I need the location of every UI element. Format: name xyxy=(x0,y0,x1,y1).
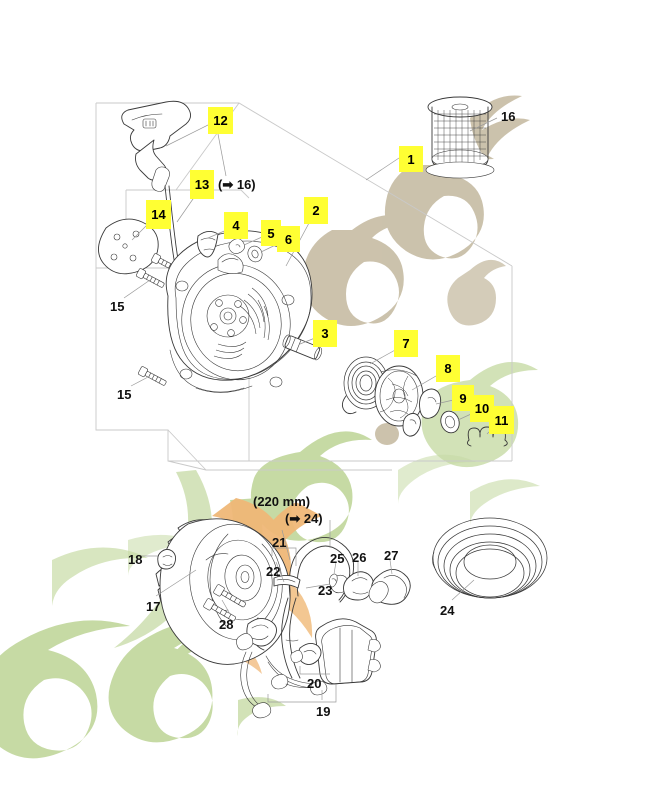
highlight-label-3[interactable]: 3 xyxy=(313,320,337,347)
label-15-upper[interactable]: 15 xyxy=(110,299,125,314)
label-26[interactable]: 26 xyxy=(352,550,367,565)
highlight-label-1[interactable]: 1 xyxy=(399,146,423,172)
highlight-label-7[interactable]: 7 xyxy=(394,330,418,357)
highlight-label-2[interactable]: 2 xyxy=(304,197,328,224)
label-24[interactable]: 24 xyxy=(440,603,455,618)
label-17[interactable]: 17 xyxy=(146,599,161,614)
leader-lines-lower xyxy=(140,520,393,703)
label-21[interactable]: 21 xyxy=(272,535,287,550)
highlight-label-5[interactable]: 5 xyxy=(261,220,281,246)
highlight-label-11[interactable]: 11 xyxy=(489,406,514,434)
label-28[interactable]: 28 xyxy=(219,617,234,632)
part-cover-plate xyxy=(98,218,159,275)
starter-rope-reference[interactable]: (➡ 16) xyxy=(218,177,256,192)
part-ignition-module xyxy=(290,618,381,685)
part-wiring-harness xyxy=(236,617,328,719)
part-cap xyxy=(368,569,411,605)
highlight-label-12[interactable]: 12 xyxy=(208,107,233,134)
part-washer-10 xyxy=(440,410,460,434)
part-grommet xyxy=(343,571,374,601)
part-spacer-sleeve xyxy=(282,334,323,361)
highlight-label-13[interactable]: 13 xyxy=(190,170,214,199)
label-23[interactable]: 23 xyxy=(318,583,333,598)
part-flywheel-screws xyxy=(203,584,246,622)
part-rope-guide-bushing xyxy=(197,231,219,258)
label-25[interactable]: 25 xyxy=(330,551,345,566)
highlight-label-9[interactable]: 9 xyxy=(452,385,474,411)
part-pawls xyxy=(402,388,442,437)
highlight-label-8[interactable]: 8 xyxy=(436,355,460,382)
part-coiled-rope xyxy=(432,517,548,601)
part-rope-spool xyxy=(425,96,498,179)
part-starter-grip xyxy=(121,100,191,285)
label-20[interactable]: 20 xyxy=(307,676,322,691)
label-19[interactable]: 19 xyxy=(316,704,331,719)
label-27[interactable]: 27 xyxy=(384,548,399,563)
part-rope-rotor xyxy=(374,365,424,427)
rope-length-reference[interactable]: (➡ 24) xyxy=(285,511,323,526)
highlight-label-14[interactable]: 14 xyxy=(146,200,171,229)
label-22[interactable]: 22 xyxy=(266,564,281,579)
label-18[interactable]: 18 xyxy=(128,552,143,567)
label-15-lower[interactable]: 15 xyxy=(117,387,132,402)
highlight-label-4[interactable]: 4 xyxy=(224,212,248,239)
label-16[interactable]: 16 xyxy=(501,109,516,124)
rope-length-note: (220 mm) xyxy=(253,494,311,509)
highlight-label-6[interactable]: 6 xyxy=(277,226,300,252)
part-nut xyxy=(157,548,177,570)
part-washer-5 xyxy=(228,238,245,254)
part-fan-housing xyxy=(165,230,313,393)
part-clip xyxy=(328,573,338,588)
